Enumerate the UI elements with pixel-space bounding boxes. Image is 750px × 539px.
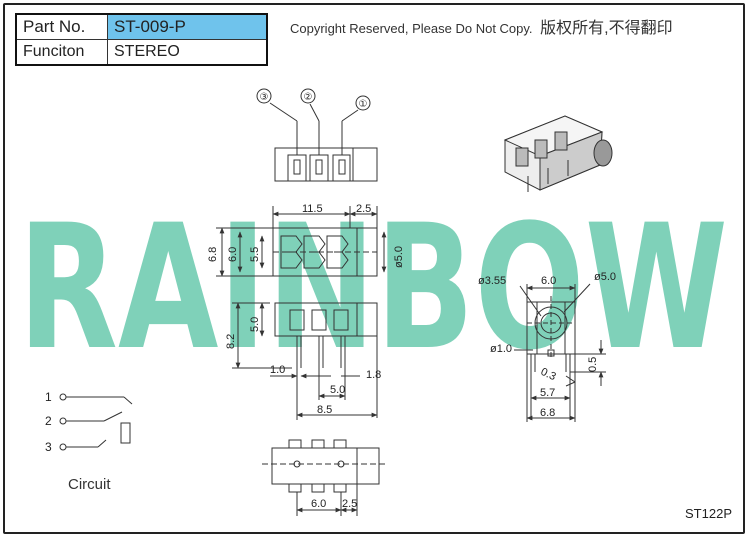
pin-marker-1: ① — [359, 99, 368, 110]
function-value: STEREO — [107, 39, 268, 66]
dim-8-2: 8.2 — [225, 334, 237, 349]
dim-6-8-front: 6.8 — [540, 407, 555, 419]
circuit-pin-2: 2 — [45, 414, 52, 428]
dim-6-0-front: 6.0 — [541, 275, 556, 287]
dim-phi3-55: ø3.55 — [478, 275, 506, 287]
dim-phi5-0-front: ø5.0 — [594, 271, 616, 283]
info-table: Part No. ST-009-P Funciton STEREO — [15, 13, 268, 66]
dim-phi5-0-side: ø5.0 — [393, 246, 405, 268]
dim-6-0-bottom: 6.0 — [311, 498, 326, 510]
product-3d-view — [503, 115, 613, 192]
dim-11-5: 11.5 — [302, 203, 323, 215]
dim-2-5-bottom: 2.5 — [342, 498, 357, 510]
dim-6-8-left: 6.8 — [207, 247, 219, 262]
circuit-diagram — [59, 393, 133, 451]
drawing-code: ST122P — [685, 506, 732, 521]
side-view-upper — [272, 227, 378, 277]
circuit-pin-1: 1 — [45, 390, 52, 404]
dim-5-0-left: 5.0 — [249, 317, 261, 332]
drawing-frame — [3, 3, 745, 534]
circuit-pin-3: 3 — [45, 440, 52, 454]
dim-5-7: 5.7 — [540, 387, 555, 399]
copyright-en: Copyright Reserved, Please Do Not Copy. — [290, 21, 533, 36]
dimension-labels: 11.5 2.5 6.8 6.0 5.5 ø5.0 8.2 5.0 1.0 1.… — [207, 203, 616, 510]
side-view-lower — [274, 302, 378, 368]
dim-0-5: 0.5 — [587, 357, 599, 372]
front-view — [526, 296, 576, 372]
function-label: Funciton — [15, 39, 108, 66]
pin-marker-3: ③ — [260, 92, 269, 103]
pin-marker-2: ② — [304, 92, 313, 103]
top-view — [256, 88, 378, 182]
dim-6-0-left: 6.0 — [227, 247, 239, 262]
pin-markers: ③ ② ① — [260, 92, 368, 110]
dim-5-5: 5.5 — [249, 247, 261, 262]
part-no-label: Part No. — [15, 13, 108, 40]
copyright-cn: 版权所有,不得翻印 — [540, 20, 673, 37]
dim-1-8: 1.8 — [366, 369, 381, 381]
dim-phi1-0: ø1.0 — [490, 343, 512, 355]
dim-0-3: 0.3 — [539, 366, 558, 383]
dim-8-5: 8.5 — [317, 404, 332, 416]
bottom-view — [262, 439, 388, 493]
circuit-label: Circuit — [68, 476, 111, 493]
dim-2-5-top: 2.5 — [356, 203, 371, 215]
dim-1-0: 1.0 — [270, 364, 285, 376]
dim-5-0-mid: 5.0 — [330, 384, 345, 396]
circuit-pin-numbers: 1 2 3 — [45, 390, 52, 454]
watermark: RAINBOW — [18, 187, 728, 388]
dimension-lines — [216, 206, 606, 516]
copyright-notice: Copyright Reserved, Please Do Not Copy. … — [290, 14, 673, 38]
